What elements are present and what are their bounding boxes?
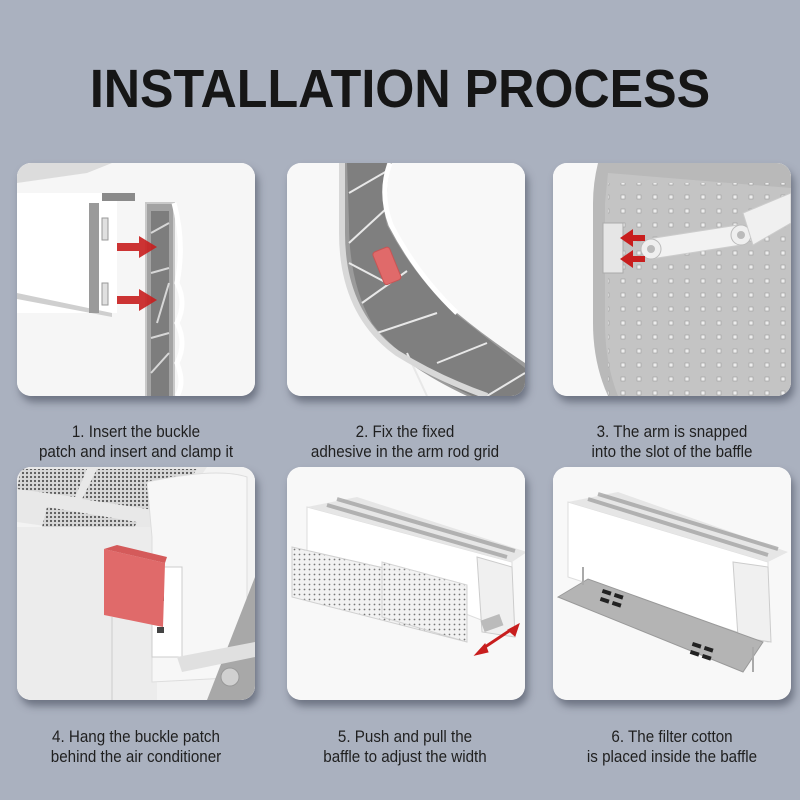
step-4-image xyxy=(17,467,255,700)
adhesive-in-arm-rod-grid-illustration xyxy=(287,163,525,396)
caption-line: patch and insert and clamp it xyxy=(38,443,234,461)
caption-line: 2. Fix the fixed xyxy=(355,423,455,441)
caption-line: 5. Push and pull the xyxy=(337,728,473,746)
arm-snapped-into-baffle-slot-illustration xyxy=(553,163,791,396)
caption-line: 3. The arm is snapped xyxy=(596,423,748,441)
step-2-image xyxy=(287,163,525,396)
step-4-caption: 4. Hang the buckle patch behind the air … xyxy=(16,727,255,767)
adjust-baffle-width-illustration xyxy=(287,467,525,700)
caption-line: baffle to adjust the width xyxy=(323,748,487,766)
buckle-patch-insert-illustration xyxy=(17,163,255,396)
filter-cotton-in-baffle-illustration xyxy=(553,467,791,700)
caption-line: 1. Insert the buckle xyxy=(71,423,201,441)
step-5-image xyxy=(287,467,525,700)
hang-buckle-behind-ac-illustration xyxy=(17,467,255,700)
caption-line: adhesive in the arm rod grid xyxy=(310,443,500,461)
caption-line: 6. The filter cotton xyxy=(611,728,733,746)
caption-line: into the slot of the baffle xyxy=(591,443,753,461)
step-1-image xyxy=(17,163,255,396)
page-title: INSTALLATION PROCESS xyxy=(89,59,711,119)
step-3-image xyxy=(553,163,791,396)
step-6-image xyxy=(553,467,791,700)
caption-line: 4. Hang the buckle patch xyxy=(52,728,220,746)
step-3-caption: 3. The arm is snapped into the slot of t… xyxy=(552,422,791,462)
step-2-caption: 2. Fix the fixed adhesive in the arm rod… xyxy=(285,422,524,462)
step-1-caption: 1. Insert the buckle patch and insert an… xyxy=(16,422,255,462)
step-6-caption: 6. The filter cotton is placed inside th… xyxy=(552,727,791,767)
step-5-caption: 5. Push and pull the baffle to adjust th… xyxy=(285,727,524,767)
caption-line: behind the air conditioner xyxy=(50,748,222,766)
caption-line: is placed inside the baffle xyxy=(586,748,758,766)
